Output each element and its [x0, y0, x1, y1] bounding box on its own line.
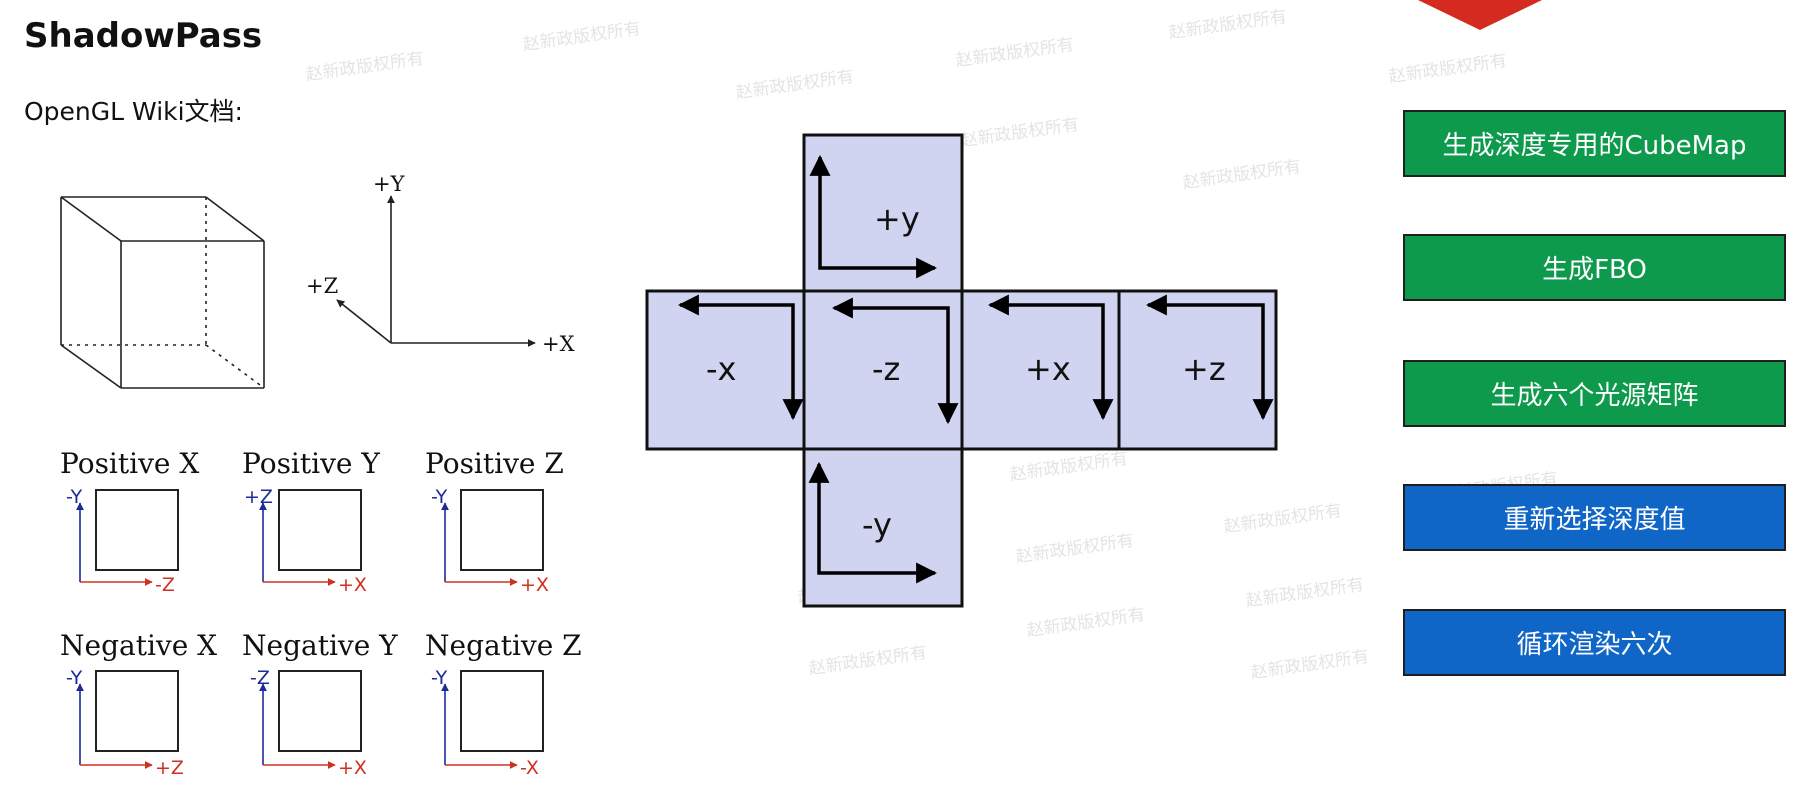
face-v-label: -Z: [250, 667, 270, 689]
step-button-light-matrices[interactable]: 生成六个光源矩阵: [1403, 360, 1786, 427]
cube-face-label-center: -z: [872, 350, 900, 388]
face-h-label: -X: [520, 757, 539, 779]
subtitle: OpenGL Wiki文档:: [24, 97, 243, 126]
cube-face-label-right2: +z: [1182, 350, 1226, 388]
face-diagram-negative-z: [441, 670, 544, 769]
cube-face-label-top: +y: [874, 200, 920, 238]
face-title: Negative Z: [425, 629, 582, 662]
page-title: ShadowPass: [24, 16, 263, 56]
face-title: Negative X: [60, 629, 217, 662]
face-diagram-negative-x: [76, 670, 179, 769]
face-v-label: -Y: [66, 667, 83, 689]
face-diagram-positive-z: [441, 489, 544, 586]
axis-label-x: +X: [542, 332, 575, 356]
wireframe-cube: [60, 196, 265, 389]
face-title: Negative Y: [242, 629, 398, 662]
face-title: Positive Z: [425, 447, 564, 480]
cube-face-label-bottom: -y: [862, 506, 892, 544]
step-button-create-fbo[interactable]: 生成FBO: [1403, 234, 1786, 301]
face-v-label: +Z: [244, 486, 273, 508]
face-title: Positive X: [60, 447, 199, 480]
face-h-label: +X: [520, 574, 549, 596]
face-diagram-negative-y: [259, 670, 362, 769]
step-button-render-six-times[interactable]: 循环渲染六次: [1403, 609, 1786, 676]
face-v-label: -Y: [431, 486, 448, 508]
cube-face-label-right1: +x: [1025, 350, 1071, 388]
red-arrow-shape: [1418, 0, 1542, 30]
step-button-depth-value[interactable]: 重新选择深度值: [1403, 484, 1786, 551]
cube-face-label-left: -x: [706, 350, 736, 388]
axis-label-z: +Z: [306, 274, 338, 298]
face-h-label: -Z: [155, 574, 175, 596]
cube-net-arrows: [677, 154, 1274, 584]
face-v-label: -Y: [66, 486, 83, 508]
face-title: Positive Y: [242, 447, 380, 480]
face-diagram-positive-x: [76, 489, 179, 586]
face-h-label: +X: [338, 574, 367, 596]
face-h-label: +X: [338, 757, 367, 779]
step-button-create-cubemap[interactable]: 生成深度专用的CubeMap: [1403, 110, 1786, 177]
face-diagram-positive-y: [259, 489, 362, 586]
face-v-label: -Y: [431, 667, 448, 689]
axis-label-y: +Y: [373, 172, 406, 196]
coordinate-axes: [336, 195, 536, 347]
face-h-label: +Z: [155, 757, 184, 779]
